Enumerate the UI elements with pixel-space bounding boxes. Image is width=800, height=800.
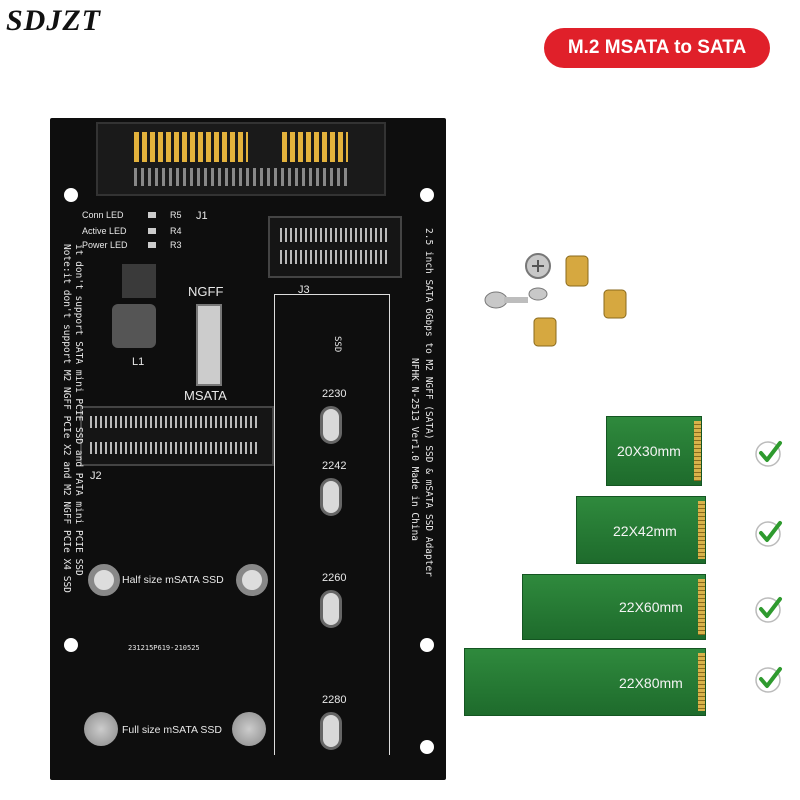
half-size-label: Half size mSATA SSD xyxy=(122,574,224,586)
sata-connector xyxy=(96,122,386,196)
note-line2: it don't support SATA mini PCIE SSD and … xyxy=(73,244,84,576)
m2-slot xyxy=(268,216,402,278)
mount-2242 xyxy=(320,478,342,516)
mount-2260-label: 2260 xyxy=(322,572,347,584)
mount-hole-mid-left xyxy=(64,638,78,652)
half-size-mount-left xyxy=(88,564,120,596)
ssd-card-2230: 20X30mm xyxy=(606,416,702,486)
mount-hole-bottom-right xyxy=(420,740,434,754)
mount-2242-label: 2242 xyxy=(322,460,347,472)
j2-label: J2 xyxy=(90,470,102,482)
mount-hole-top-left xyxy=(64,188,78,202)
mount-2280 xyxy=(320,712,342,750)
j1-label: J1 xyxy=(196,210,208,222)
ssd-card-2230-label: 20X30mm xyxy=(617,443,681,459)
led-conn-label: Conn LED xyxy=(82,210,124,220)
ssd-card-2242-label: 22X42mm xyxy=(613,523,677,539)
mount-hole-mid-right xyxy=(420,638,434,652)
resistor-r3: R3 xyxy=(170,240,182,250)
brand-logo: SDJZT xyxy=(6,4,101,37)
resistor-r4: R4 xyxy=(170,226,182,236)
check-icon-2280 xyxy=(755,667,782,693)
ngff-label: NGFF xyxy=(188,284,224,299)
serial-number: 231215P619-210525 xyxy=(128,644,200,652)
half-size-mount-right xyxy=(236,564,268,596)
j3-label: J3 xyxy=(298,284,310,296)
ssd-arrow: SSD xyxy=(332,336,342,353)
m2-card-outline xyxy=(274,294,390,755)
ssd-card-2280-label: 22X80mm xyxy=(619,675,683,691)
adapter-board: J1 Conn LED Active LED Power LED R5 R4 R… xyxy=(50,118,446,780)
note-line1: Note:it don't support M2 NGFF PCIe X2 an… xyxy=(61,244,72,593)
ssd-card-2242: 22X42mm xyxy=(576,496,706,564)
mount-2230-label: 2230 xyxy=(322,388,347,400)
mount-2280-label: 2280 xyxy=(322,694,347,706)
mode-switch xyxy=(196,304,222,386)
ssd-card-2260: 22X60mm xyxy=(522,574,706,640)
screws-icon xyxy=(484,253,627,347)
l1-label: L1 xyxy=(132,356,145,368)
mount-hole-top-right xyxy=(420,188,434,202)
full-size-screw-right xyxy=(232,712,266,746)
check-icon-2260 xyxy=(755,597,782,623)
led-power-label: Power LED xyxy=(82,240,128,250)
inductor-l1 xyxy=(112,304,156,348)
full-size-label: Full size mSATA SSD xyxy=(122,724,222,736)
ssd-card-2260-label: 22X60mm xyxy=(619,599,683,615)
resistor-r5: R5 xyxy=(170,210,182,220)
led-active-label: Active LED xyxy=(82,226,127,236)
title-badge: M.2 MSATA to SATA xyxy=(544,28,770,68)
msata-slot xyxy=(80,406,274,466)
mount-2230 xyxy=(320,406,342,444)
spec-line1: 2.5 inch SATA 6Gbps to M2 NGFF (SATA) SS… xyxy=(423,228,434,577)
spec-line2: NFHK N-2513 Ver1.0 Made in China xyxy=(409,358,420,542)
check-icon-2230 xyxy=(755,441,782,467)
ssd-card-2280: 22X80mm xyxy=(464,648,706,716)
full-size-screw-left xyxy=(84,712,118,746)
mount-2260 xyxy=(320,590,342,628)
check-icon-2242 xyxy=(755,521,782,547)
msata-label: MSATA xyxy=(184,388,227,403)
